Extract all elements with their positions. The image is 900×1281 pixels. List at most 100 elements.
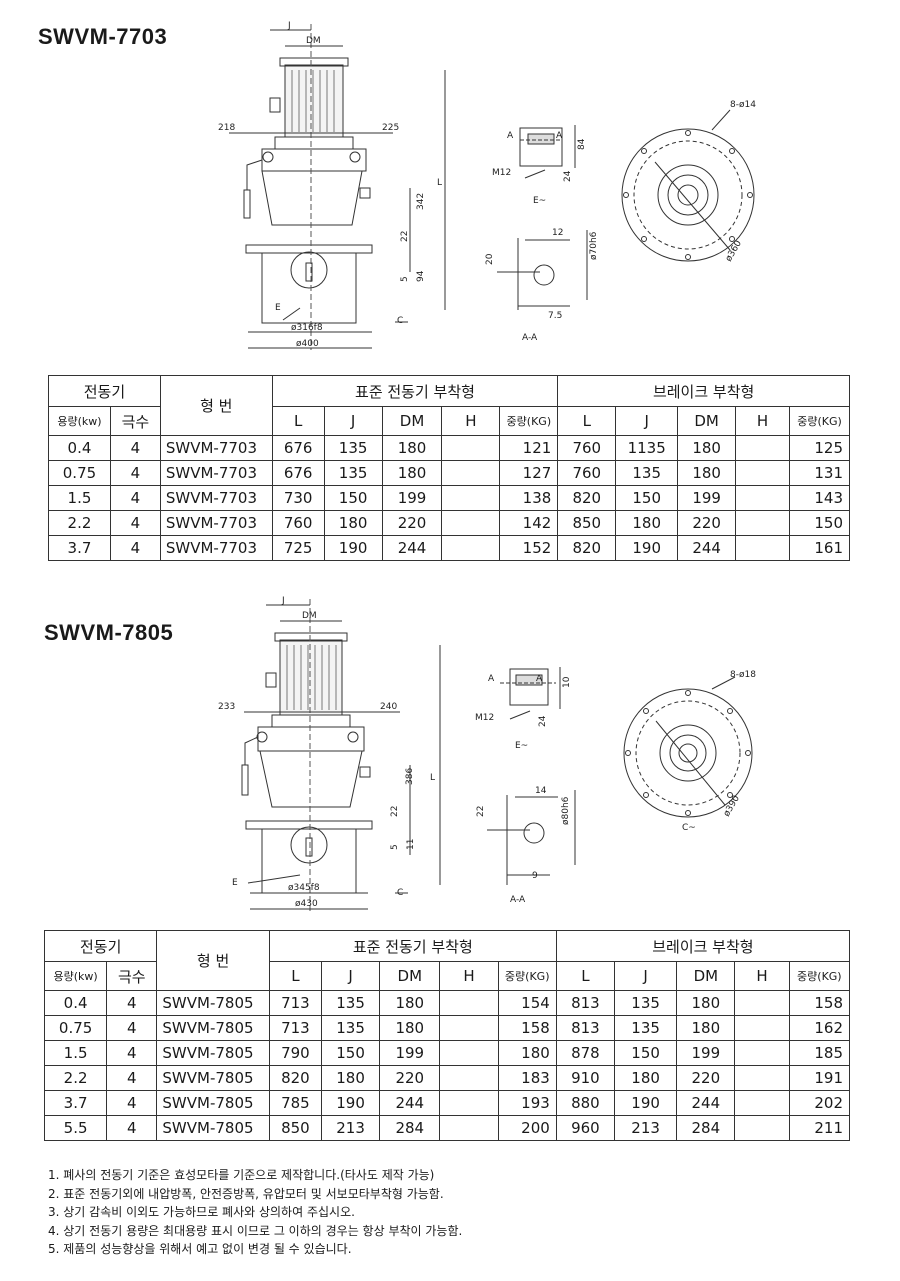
- cell-l: 790: [268, 1040, 322, 1066]
- cell-weight: 154: [497, 990, 557, 1016]
- cell-brake-weight: 211: [788, 1115, 851, 1141]
- cell-l: 713: [268, 1015, 322, 1041]
- cell-brake-h: [734, 1090, 790, 1116]
- label-view-aa: A-A: [510, 895, 526, 905]
- cell-brake-l: 910: [555, 1065, 616, 1091]
- dim-pcd: ø390: [722, 794, 742, 819]
- cell-kw: 2.2: [43, 1065, 108, 1091]
- header-standard: 표준 전동기 부착형: [271, 375, 559, 407]
- cell-h: [441, 510, 501, 536]
- label-a-left: A: [507, 131, 514, 141]
- cell-brake-h: [734, 1115, 790, 1141]
- model-title: SWVM-7703: [38, 24, 168, 49]
- cell-model: SWVM-7805: [156, 1065, 270, 1091]
- label-a-left: A: [488, 674, 495, 684]
- cell-pole: 4: [109, 460, 161, 486]
- cell-model: SWVM-7703: [159, 460, 273, 486]
- header-motor: 전동기: [48, 375, 161, 407]
- dim-22-shaft: 22: [476, 806, 486, 817]
- dim-right: 225: [382, 123, 399, 133]
- cell-h: [441, 460, 501, 486]
- dim-keyway-h: 10: [562, 676, 572, 688]
- dim-j: J: [281, 596, 285, 606]
- label-c: C: [397, 316, 403, 326]
- cell-brake-j: 213: [614, 1115, 678, 1141]
- cell-l: 820: [268, 1065, 322, 1091]
- cell-brake-dm: 180: [677, 460, 737, 486]
- cell-weight: 152: [499, 535, 559, 561]
- dim-22: 22: [400, 231, 410, 242]
- cell-h: [439, 1115, 499, 1141]
- header-brake-l: L: [555, 961, 616, 991]
- dim-right: 240: [380, 702, 397, 712]
- cell-j: 135: [323, 435, 383, 461]
- cell-brake-j: 180: [614, 1065, 678, 1091]
- cell-brake-dm: 199: [677, 485, 737, 511]
- dim-left: 233: [218, 702, 235, 712]
- table-row: 1.5 4 SWVM-7805 790 150 199 180 878 150 …: [43, 1040, 851, 1066]
- table-row: 1.5 4 SWVM-7703 730 150 199 138 820 150 …: [48, 485, 851, 511]
- header-motor: 전동기: [43, 930, 158, 962]
- cell-brake-dm: 180: [676, 990, 736, 1016]
- table-row: 5.5 4 SWVM-7805 850 213 284 200 960 213 …: [43, 1115, 851, 1141]
- cell-kw: 1.5: [43, 1040, 108, 1066]
- cell-weight: 183: [497, 1065, 557, 1091]
- cell-pole: 4: [106, 1115, 158, 1141]
- cell-brake-j: 135: [615, 460, 679, 486]
- cell-weight: 138: [499, 485, 559, 511]
- cell-pole: 4: [106, 990, 158, 1016]
- table-row: 0.4 4 SWVM-7805 713 135 180 154 813 135 …: [43, 990, 851, 1016]
- cell-brake-j: 135: [614, 1015, 678, 1041]
- cell-brake-l: 820: [557, 485, 617, 511]
- cell-pole: 4: [106, 1040, 158, 1066]
- cell-brake-weight: 202: [788, 1090, 851, 1116]
- header-l: L: [271, 406, 325, 436]
- header-h: H: [441, 406, 501, 436]
- header-brake-h: H: [735, 406, 790, 436]
- cell-dm: 244: [379, 1090, 441, 1116]
- cell-kw: 0.4: [43, 990, 108, 1016]
- cell-kw: 1.5: [48, 485, 111, 511]
- table-row: 3.7 4 SWVM-7703 725 190 244 152 820 190 …: [48, 535, 851, 561]
- cell-model: SWVM-7805: [156, 1040, 270, 1066]
- dim-inner-dia: ø316f8: [291, 323, 323, 333]
- cell-brake-l: 960: [555, 1115, 616, 1141]
- spec-table: 전동기 형 번 표준 전동기 부착형 브레이크 부착형 용량(kw) 극수 L …: [48, 375, 851, 561]
- cell-model: SWVM-7703: [159, 510, 273, 536]
- cell-brake-dm: 244: [676, 1090, 736, 1116]
- cell-brake-h: [735, 435, 790, 461]
- cell-pole: 4: [109, 485, 161, 511]
- dim-11: 11: [406, 839, 416, 850]
- cell-dm: 220: [381, 510, 443, 536]
- cell-h: [439, 1015, 499, 1041]
- cell-brake-h: [735, 485, 790, 511]
- cell-brake-l: 850: [557, 510, 617, 536]
- cell-j: 150: [320, 1040, 381, 1066]
- cell-j: 213: [320, 1115, 381, 1141]
- dim-l: L: [437, 178, 442, 188]
- dim-j: J: [287, 21, 291, 31]
- dim-left: 218: [218, 123, 235, 133]
- technical-drawing: J DM 218 225 L 342 22 94 5 E C ø316f8 ø4…: [218, 21, 756, 350]
- header-kw: 용량(kw): [48, 406, 111, 436]
- header-h: H: [439, 961, 499, 991]
- header-weight: 중량(KG): [499, 406, 559, 436]
- cell-l: 785: [268, 1090, 322, 1116]
- header-kw: 용량(kw): [43, 961, 108, 991]
- cell-l: 730: [271, 485, 325, 511]
- cell-brake-l: 813: [555, 990, 616, 1016]
- cell-dm: 180: [379, 1015, 441, 1041]
- header-brake: 브레이크 부착형: [555, 930, 851, 962]
- cell-brake-j: 150: [614, 1040, 678, 1066]
- cell-model: SWVM-7805: [156, 1090, 270, 1116]
- cell-brake-weight: 185: [788, 1040, 851, 1066]
- cell-pole: 4: [106, 1065, 158, 1091]
- table-row: 0.4 4 SWVM-7703 676 135 180 121 760 1135…: [48, 435, 851, 461]
- note-item: 2. 표준 전동기외에 내압방폭, 안전증방폭, 유압모터 및 서보모타부착형 …: [48, 1186, 444, 1201]
- cell-brake-l: 878: [555, 1040, 616, 1066]
- cell-brake-weight: 131: [788, 460, 851, 486]
- cell-j: 180: [323, 510, 383, 536]
- cell-l: 676: [271, 435, 325, 461]
- cell-j: 135: [320, 1015, 381, 1041]
- note-item: 1. 폐사의 전동기 기준은 효성모타를 기준으로 제작합니다.(타사도 제작 …: [48, 1168, 435, 1182]
